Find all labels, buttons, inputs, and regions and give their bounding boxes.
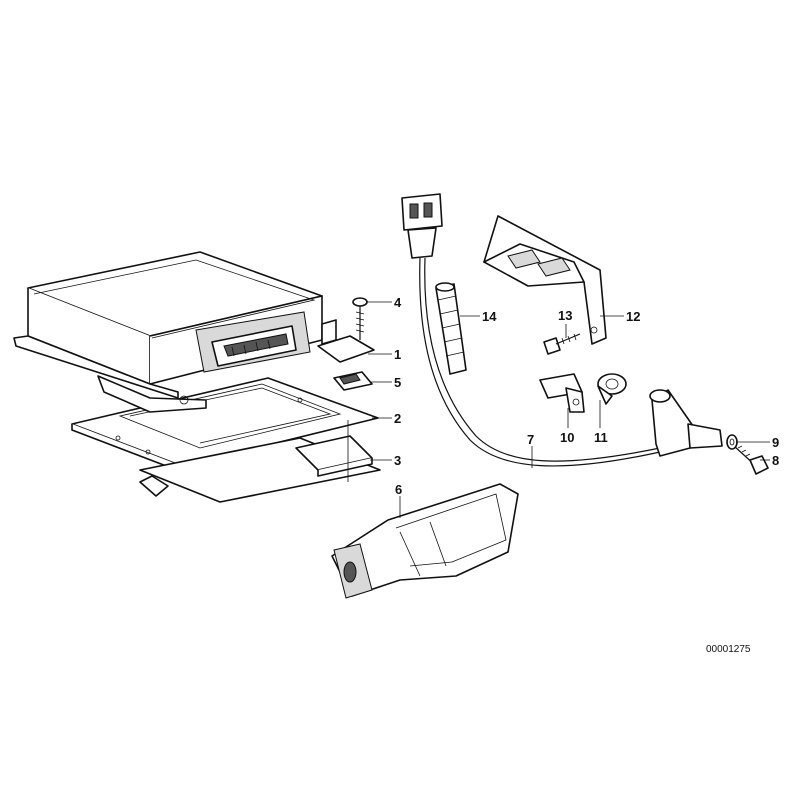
callout-8: 8 [772,453,779,468]
part-7-sensor-cable [401,193,723,467]
leader-lines [366,301,770,518]
part-3-bracket-plate [295,420,373,482]
callout-10: 10 [560,430,574,445]
callout-labels: 1 2 3 4 5 6 7 8 9 10 11 12 13 14 [394,295,779,497]
callout-14: 14 [482,309,497,324]
callout-5: 5 [394,375,401,390]
callout-4: 4 [394,295,402,310]
control-unit-housing [13,251,323,413]
part-12-support-bracket [483,215,607,345]
callout-11: 11 [594,430,608,445]
part-13-bolt [543,333,581,355]
part-10-bracket [539,373,585,413]
callout-7: 7 [527,432,534,447]
callout-6: 6 [395,482,402,497]
callout-1: 1 [394,347,401,362]
part-9-washer [726,434,738,450]
part-8-bolt [733,445,769,475]
part-14-protective-sleeve [435,282,467,375]
part-4-screw [352,297,368,340]
diagram-reference-number: 00001275 [706,644,751,655]
callout-3: 3 [394,453,401,468]
callout-2: 2 [394,411,401,426]
part-5-clip-nut [333,371,373,391]
part-6-cover [331,483,519,599]
part-1-holder-clip [317,319,375,363]
callout-12: 12 [626,309,640,324]
callout-9: 9 [772,435,779,450]
callout-13: 13 [558,308,572,323]
part-11-cable-clip [597,373,627,405]
